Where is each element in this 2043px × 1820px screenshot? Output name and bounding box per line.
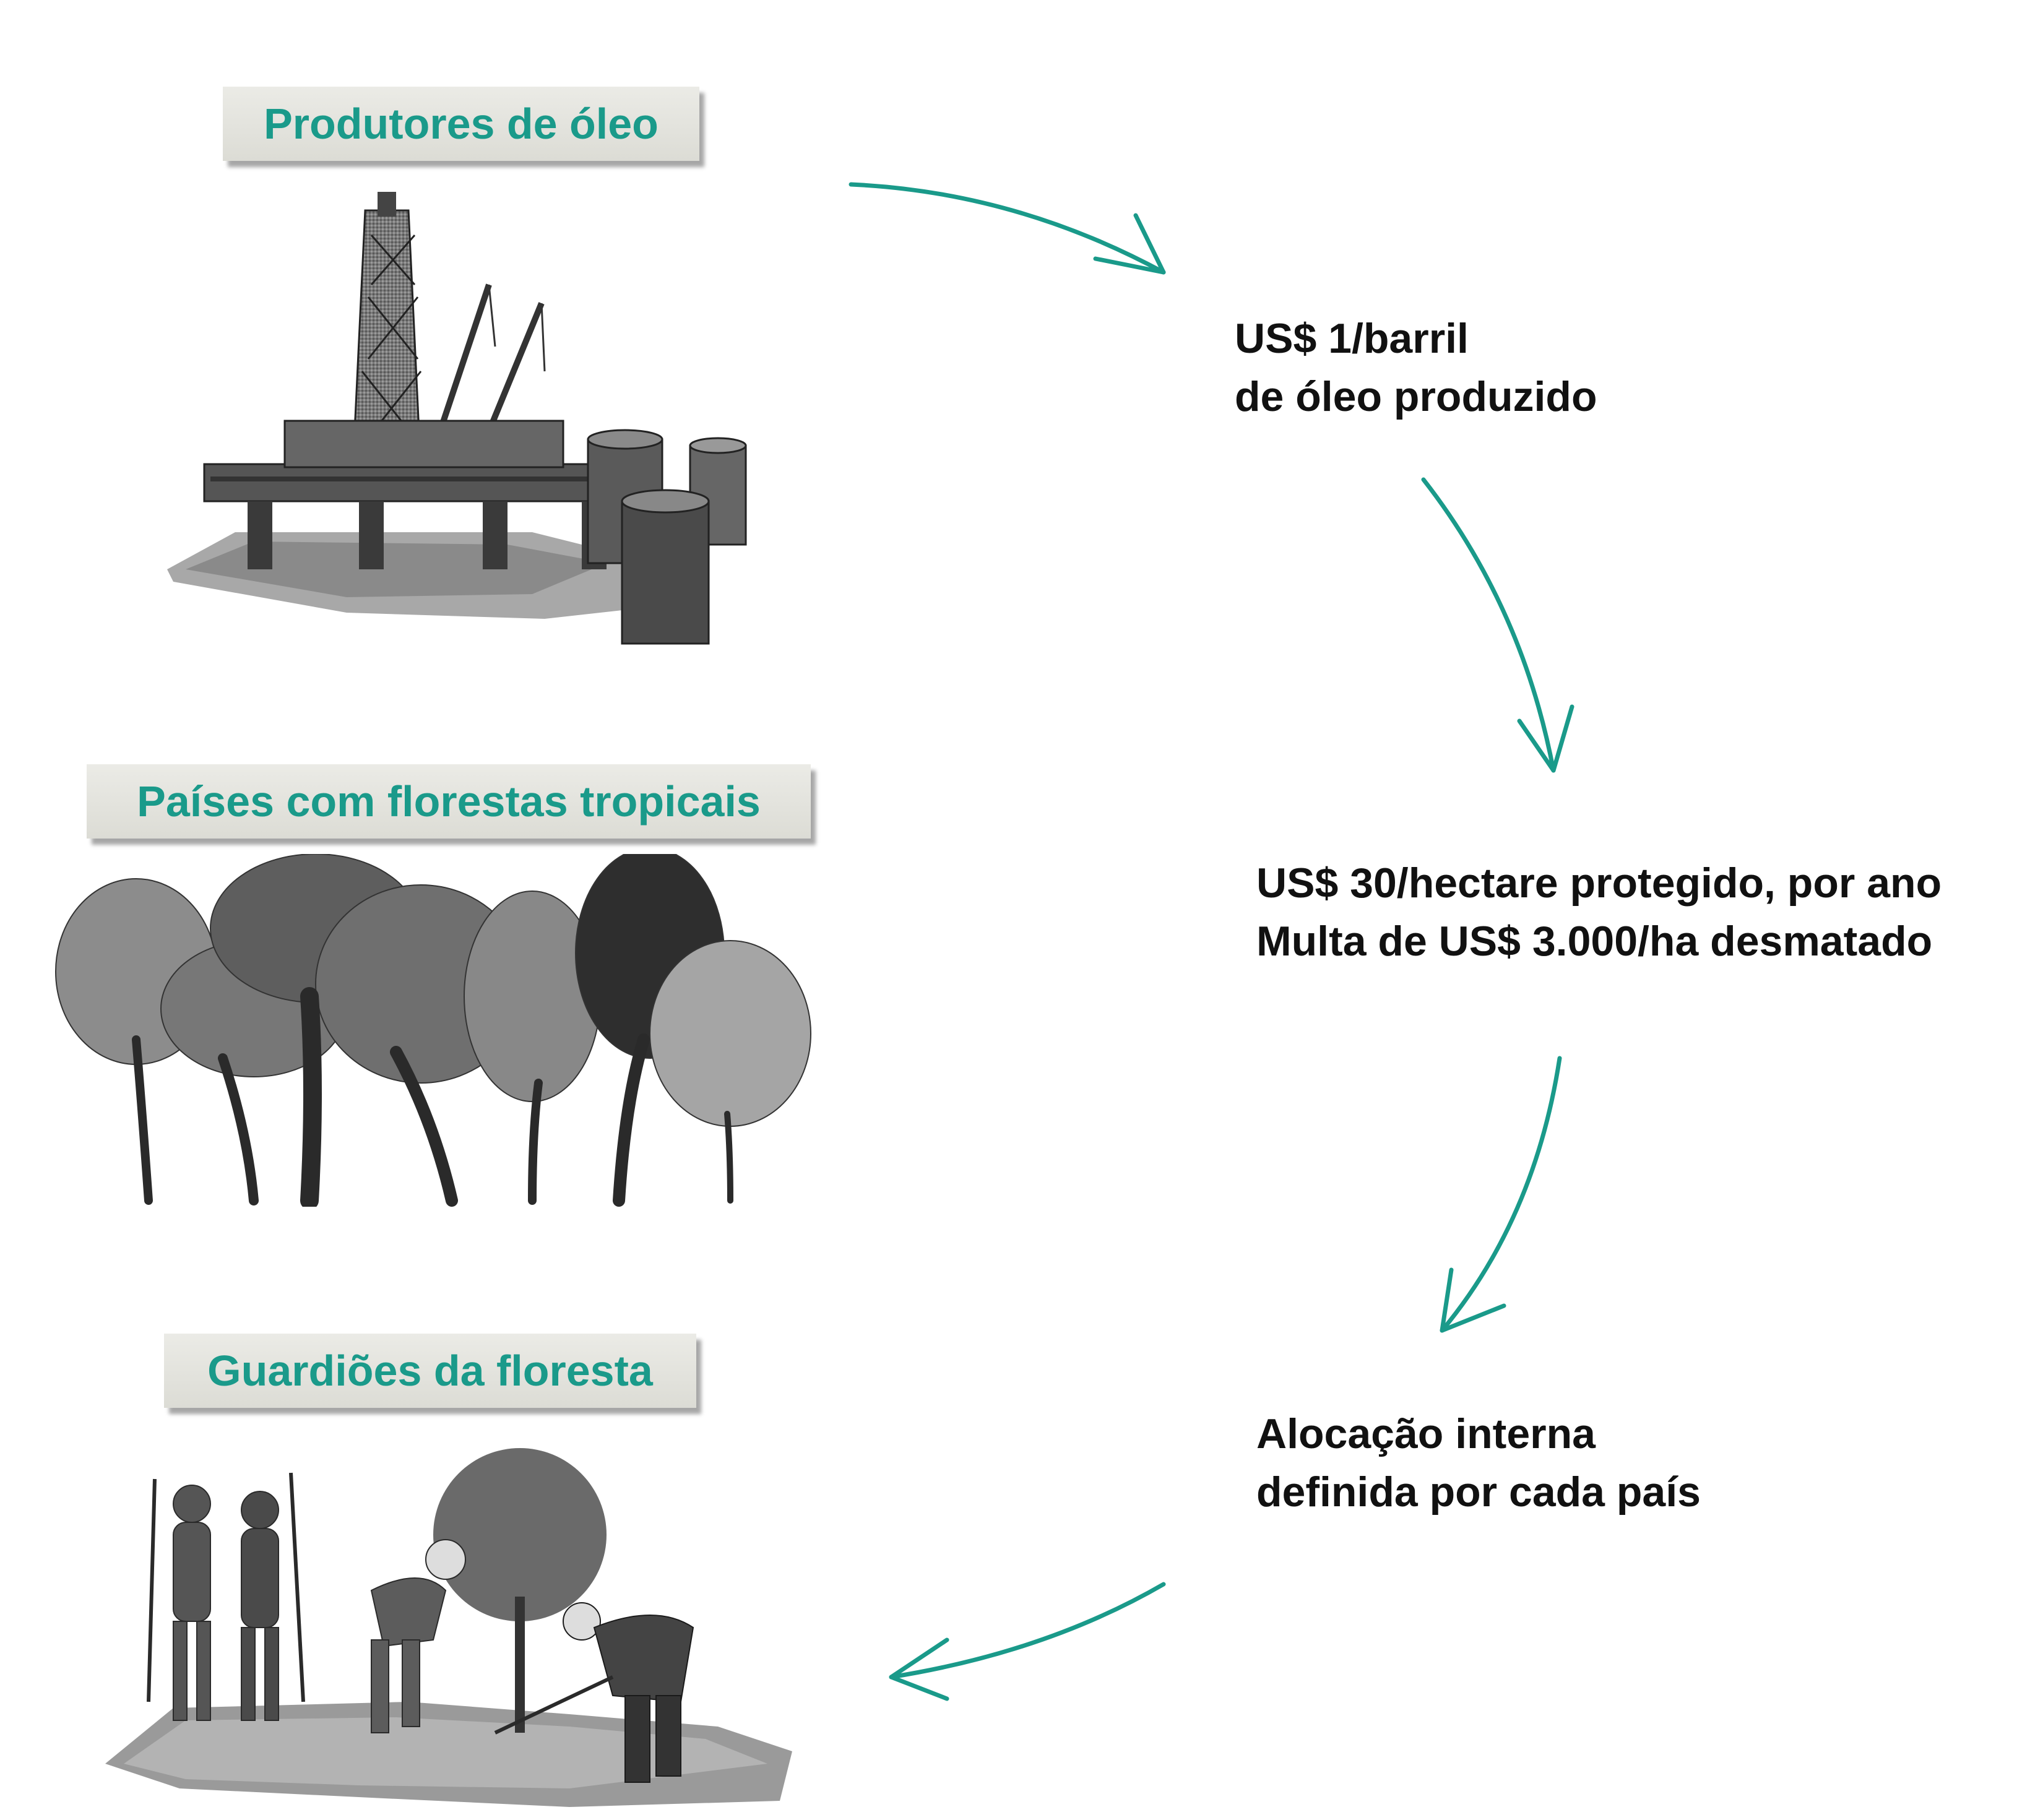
- label-oil-producers-text: Produtores de óleo: [264, 100, 659, 148]
- arrow-1: [849, 182, 1166, 275]
- arrow-3-head: [1440, 1267, 1506, 1333]
- label-forest-guardians: Guardiões da floresta: [164, 1334, 696, 1408]
- flow-step-oil-tax-line1: US$ 1/barril: [1235, 315, 1469, 362]
- flow-step-oil-tax: US$ 1/barril de óleo produzido: [1235, 309, 1597, 426]
- arrow-4: [889, 1582, 1166, 1680]
- arrow-2: [1421, 477, 1556, 773]
- flow-step-allocation-line2: definida por cada país: [1256, 1469, 1701, 1516]
- flow-step-payment-line2: Multa de US$ 3.000/ha desmatado: [1256, 918, 1933, 965]
- flow-step-allocation-line1: Alocação interna: [1256, 1410, 1596, 1457]
- flow-step-allocation: Alocação interna definida por cada país: [1256, 1405, 1701, 1521]
- label-tropical-countries-text: Países com florestas tropicais: [137, 777, 761, 826]
- arrow-1-head: [1093, 213, 1166, 275]
- flow-step-payment: US$ 30/hectare protegido, por ano Multa …: [1256, 854, 1941, 970]
- arrow-3: [1440, 1056, 1562, 1333]
- label-forest-guardians-text: Guardiões da floresta: [207, 1347, 653, 1395]
- tropical-trees-icon: [55, 854, 811, 1207]
- oil-platform-icon: [167, 192, 656, 619]
- oil-barrels-icon: [587, 429, 747, 645]
- label-tropical-countries: Países com florestas tropicais: [87, 764, 811, 839]
- label-oil-producers: Produtores de óleo: [223, 87, 699, 161]
- arrow-2-head: [1517, 704, 1574, 773]
- flow-step-oil-tax-line2: de óleo produzido: [1235, 373, 1597, 420]
- arrow-4-head: [889, 1637, 949, 1701]
- flow-step-payment-line1: US$ 30/hectare protegido, por ano: [1256, 860, 1942, 907]
- forest-guardians-icon: [105, 1448, 792, 1807]
